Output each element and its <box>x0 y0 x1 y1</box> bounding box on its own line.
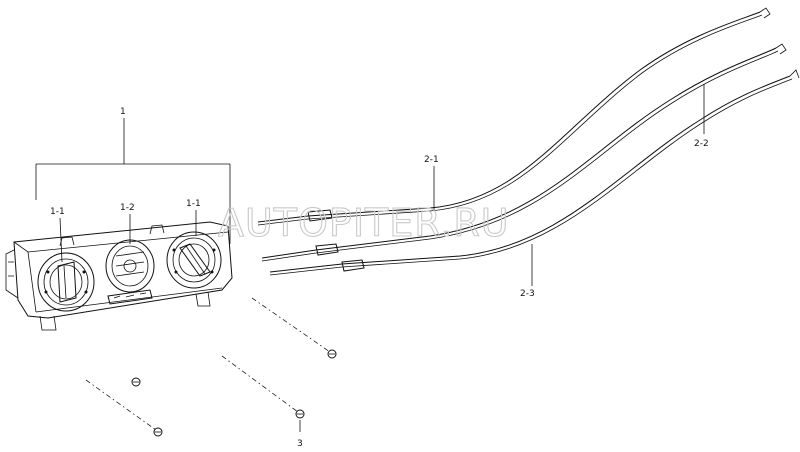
knob-right <box>166 231 222 289</box>
screw-a <box>327 349 337 359</box>
callout-cable-right: 2-2 <box>694 139 709 149</box>
screw-b <box>131 377 141 387</box>
leader-knob-left <box>59 217 63 263</box>
assembly-bracket <box>35 118 231 244</box>
screw-d <box>295 409 305 419</box>
callout-screw: 3 <box>297 439 303 449</box>
callout-knob-left: 1-1 <box>50 207 65 217</box>
callout-knob-center: 1-2 <box>120 203 135 213</box>
callout-cable-lower: 2-3 <box>520 289 535 299</box>
screws <box>85 297 337 437</box>
heater-control-panel <box>5 221 233 331</box>
control-cables <box>257 7 800 276</box>
callout-cable-upper: 2-1 <box>424 155 439 165</box>
watermark-text: AUTOPITER.RU <box>218 201 510 245</box>
callout-assembly: 1 <box>120 107 126 117</box>
callout-knob-right: 1-1 <box>186 199 201 209</box>
knob-center <box>105 239 155 305</box>
screw-c <box>153 427 163 437</box>
knob-left <box>37 252 95 312</box>
